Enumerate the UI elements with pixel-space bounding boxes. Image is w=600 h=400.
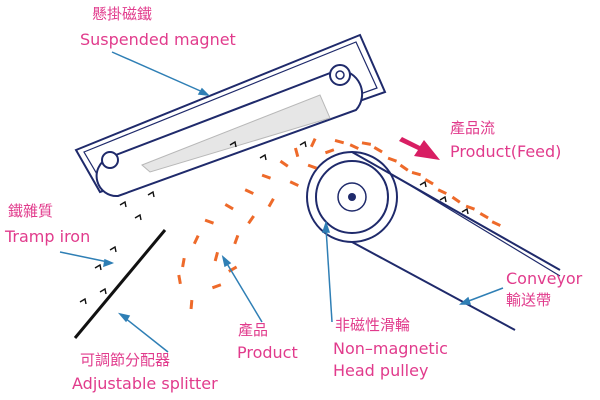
tramp-iron-pieces (79, 140, 469, 305)
magnet-pulley-left (101, 151, 119, 169)
product-particle (279, 159, 289, 168)
label-product-feed-zh: 產品流 (450, 119, 496, 137)
leader-arrowhead-splitter (117, 312, 131, 323)
tramp-iron-piece (259, 153, 267, 161)
product-particle (211, 283, 222, 290)
product-particle (177, 274, 182, 285)
product-particle (399, 163, 409, 172)
leader-arrowhead-pulley (321, 220, 331, 233)
label-suspended-magnet-zh: 懸掛磁鐵 (92, 5, 153, 23)
product-particle (361, 141, 372, 146)
tramp-iron-piece (119, 200, 127, 208)
product-particle (181, 257, 186, 268)
conveyor-inner-line (387, 171, 561, 277)
product-particle (247, 215, 255, 225)
label-tramp-iron-zh: 鐵雜質 (8, 202, 54, 220)
product-particle (451, 195, 461, 204)
leader-arrowhead-conveyor (458, 296, 472, 305)
product-particle (479, 212, 489, 220)
product-particle (307, 163, 318, 170)
product-particle (324, 148, 335, 155)
tramp-iron-piece (229, 140, 237, 148)
label-product-zh: 產品 (238, 321, 269, 339)
leader-arrowhead-product (221, 254, 232, 268)
label-conveyor-zh: 輸送帶 (506, 291, 552, 309)
product-particle (411, 170, 422, 177)
label-suspended-magnet-en: Suspended magnet (80, 30, 236, 49)
product-particle (213, 251, 219, 262)
conveyor-bottom-line (351, 241, 516, 331)
tramp-iron-piece (94, 263, 102, 271)
tramp-iron-piece (439, 195, 447, 203)
product-particle (437, 188, 447, 195)
leader-line-pulley (325, 227, 333, 323)
label-product-feed-en: Product(Feed) (450, 142, 562, 161)
conveyor-top-line (351, 151, 561, 271)
label-tramp-iron-en: Tramp iron (5, 227, 91, 246)
label-adjustable-splitter-en: Adjustable splitter (72, 374, 218, 393)
leader-arrowhead-tramp-iron (103, 258, 115, 268)
head-pulley-ring (337, 182, 367, 212)
tramp-iron-piece (299, 140, 307, 148)
product-particle (267, 198, 275, 208)
label-head-pulley-zh: 非磁性滑輪 (335, 316, 411, 334)
feed-arrow-icon (399, 137, 440, 160)
leader-arrowhead-magnet (197, 87, 211, 96)
tramp-iron-piece (147, 190, 155, 198)
product-particle (491, 220, 501, 227)
magnet-pulley-right-hub (335, 70, 345, 80)
tramp-iron-piece (461, 207, 469, 215)
label-head-pulley-en2: Head pulley (333, 361, 429, 380)
splitter-plate (73, 229, 167, 339)
product-particle (424, 178, 434, 186)
product-particle (349, 143, 359, 150)
product-particle (204, 218, 215, 225)
head-pulley-hub (348, 193, 356, 201)
label-conveyor-en: Conveyor (506, 269, 583, 288)
product-particle (334, 138, 345, 145)
tramp-iron-piece (134, 213, 142, 221)
product-particle (293, 147, 300, 158)
tramp-iron-piece (109, 245, 117, 253)
product-particle (465, 204, 476, 211)
label-head-pulley-en1: Non–magnetic (333, 339, 448, 358)
leader-lines (59, 51, 504, 353)
leader-line-tramp-iron (59, 251, 109, 263)
product-particle (244, 188, 254, 195)
label-product-en: Product (237, 343, 298, 362)
product-particle (233, 234, 240, 245)
leader-line-conveyor (465, 287, 504, 303)
product-particle (189, 299, 194, 310)
product-particle (289, 180, 299, 187)
conveyor-belt (351, 151, 561, 331)
suspended-magnet (74, 33, 387, 198)
tramp-iron-piece (79, 297, 87, 305)
product-particles (177, 137, 501, 310)
leader-line-splitter (124, 317, 169, 353)
product-particle (224, 203, 234, 211)
tramp-iron-piece (99, 287, 107, 295)
magnet-core (141, 94, 331, 173)
product-particle (228, 265, 238, 273)
product-particle (387, 156, 398, 163)
product-particle (309, 137, 317, 148)
leader-line-magnet (111, 51, 206, 94)
head-pulley (306, 151, 398, 243)
label-adjustable-splitter-zh: 可調節分配器 (80, 351, 171, 369)
tramp-iron-piece (419, 180, 427, 188)
product-particle (192, 234, 200, 245)
leader-line-product (225, 261, 263, 323)
product-particle (261, 173, 272, 180)
product-particle (373, 146, 383, 154)
